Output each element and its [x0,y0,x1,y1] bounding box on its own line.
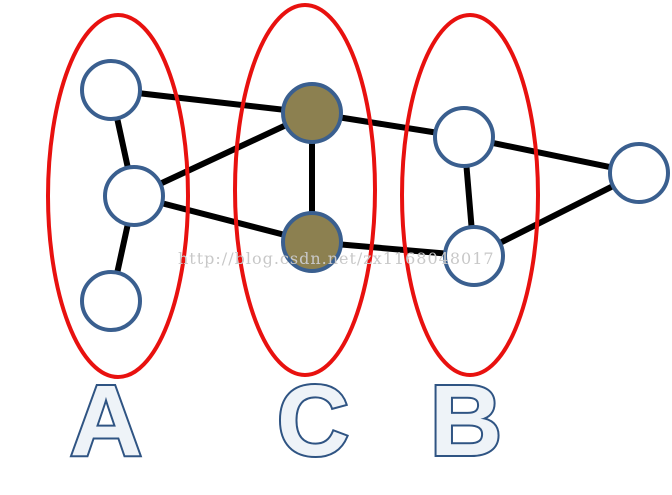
node-b1 [433,106,495,168]
group-ellipse-c [233,3,377,377]
group-label-c: C [277,365,349,477]
watermark-text: http://blog.csdn.net/zx1168048017 [178,249,495,268]
group-label-b: B [430,365,502,477]
node-c2 [281,211,343,273]
node-c1 [281,82,343,144]
group-ellipse-b [400,13,540,377]
node-b2 [443,225,505,287]
edge-a1-c1 [108,87,315,116]
node-layer [80,59,670,332]
group-ellipse-a [46,13,190,379]
node-a1 [80,59,142,121]
node-a2 [103,165,165,227]
group-ellipse-layer [46,3,540,379]
group-label-a: A [70,365,142,477]
node-d1 [608,142,670,204]
node-a3 [80,270,142,332]
edge-a2-c1 [131,110,315,199]
